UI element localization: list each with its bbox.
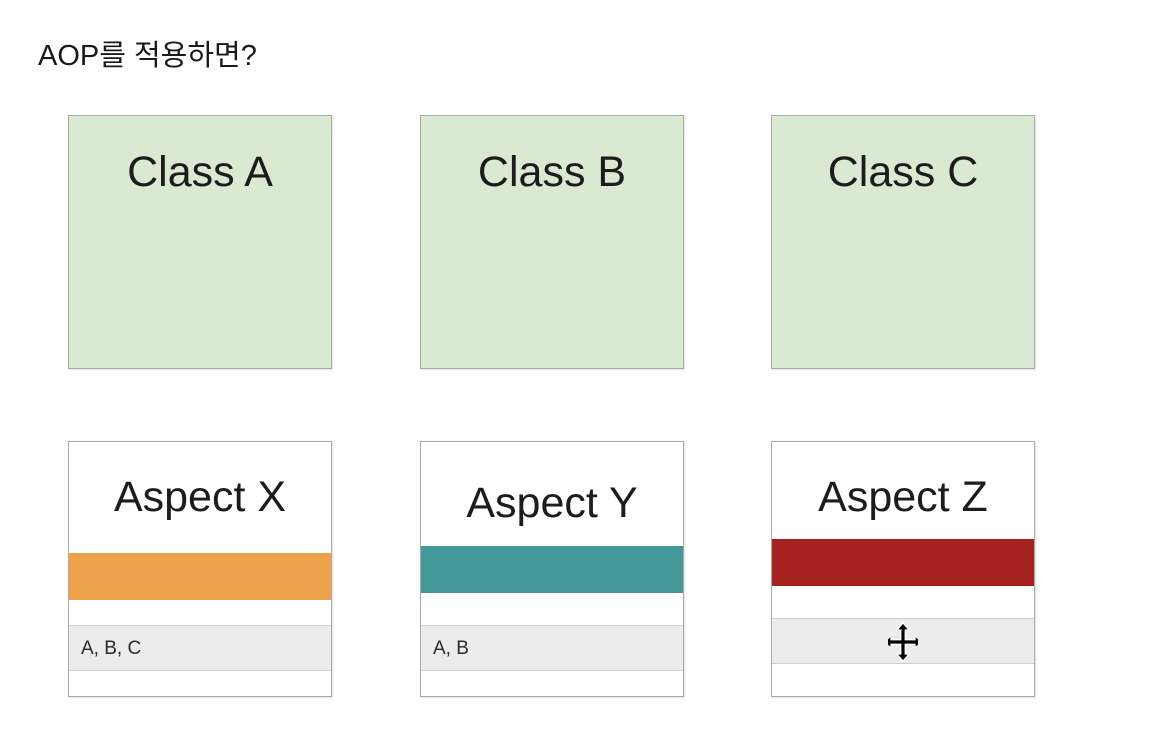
class-label: Class A [127, 148, 273, 196]
aspect-name: Aspect X [113, 473, 287, 521]
aspect-box-z: Aspect Z [771, 441, 1035, 697]
aspect-color-bar [772, 539, 1034, 586]
aspect-box-x: Aspect X A, B, C [68, 441, 332, 697]
aspect-color-bar [421, 546, 683, 593]
class-box-c: Class C [771, 115, 1035, 369]
aspect-targets: A, B, C [81, 638, 142, 659]
aspect-color-bar [69, 553, 331, 600]
class-box-b: Class B [420, 115, 684, 369]
class-label: Class C [827, 148, 979, 196]
class-box-a: Class A [68, 115, 332, 369]
class-label: Class B [477, 148, 627, 196]
aspect-name: Aspect Y [466, 479, 638, 527]
aspect-target-row: A, B, C [69, 625, 331, 671]
aspect-target-row: A, B [421, 625, 683, 671]
aspect-name: Aspect Z [818, 473, 988, 521]
aspect-targets: A, B [433, 638, 469, 659]
move-cursor-icon [888, 622, 918, 662]
aspect-box-y: Aspect Y A, B [420, 441, 684, 697]
page-title: AOP를 적용하면? [38, 40, 257, 72]
aspect-target-row[interactable] [772, 618, 1034, 664]
